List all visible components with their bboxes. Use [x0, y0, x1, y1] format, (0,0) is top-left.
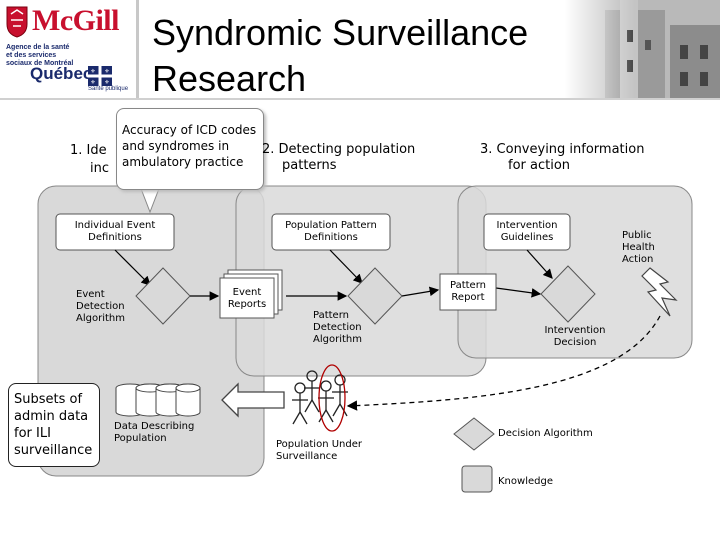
- arrow-def-to-event-algo: [114, 249, 151, 286]
- arrow-def-to-pattern-algo: [329, 249, 363, 284]
- database-cylinders-icon: [115, 383, 201, 417]
- lightning-icon: [641, 267, 678, 317]
- individual-event-definitions-label: Individual Event Definitions: [74, 220, 156, 243]
- arrow-pattern-algo-to-report: [401, 286, 440, 297]
- svg-text:⚜: ⚜: [104, 79, 109, 86]
- event-detection-algorithm-diamond: [135, 267, 191, 325]
- mcgill-shield-icon: [6, 6, 28, 38]
- legend-diamond: [453, 417, 495, 451]
- population-pattern-definitions-box: [271, 213, 391, 251]
- column-2-heading: 2. Detecting population patterns: [262, 142, 416, 173]
- event-reports-label: Event Reports: [227, 287, 267, 310]
- dashed-feedback-arrow: [346, 315, 661, 411]
- legend-knowledge-label: Knowledge: [498, 476, 553, 487]
- event-reports-doc-1: [219, 277, 275, 319]
- intervention-guidelines-label: Intervention Guidelines: [496, 220, 558, 243]
- mcgill-logo: [0, 0, 140, 100]
- pattern-report-label: Pattern Report: [450, 280, 486, 303]
- arrow-report-to-decision: [495, 287, 542, 298]
- pattern-report-doc: [439, 273, 497, 311]
- population-pattern-definitions-label: Population Pattern Definitions: [285, 220, 377, 243]
- pattern-detection-algorithm-diamond: [347, 267, 403, 325]
- svg-text:⚜: ⚜: [90, 68, 95, 75]
- highlight-circle: [318, 364, 346, 432]
- intervention-decision-diamond: [540, 265, 596, 323]
- column-3-heading: 3. Conveying information for action: [480, 142, 645, 173]
- public-health-action-label: Public Health Action: [622, 230, 655, 265]
- arrow-guidelines-to-decision: [526, 249, 553, 279]
- svg-text:⚜: ⚜: [104, 68, 109, 75]
- callout-box: [116, 108, 264, 190]
- subsets-text: Subsets of admin data for ILI surveillan…: [14, 392, 93, 458]
- quebec-flag-icon: ⚜ ⚜ ⚜ ⚜: [88, 66, 112, 86]
- quebec-wordmark: Québec: [30, 64, 93, 83]
- subsets-box: [8, 383, 100, 467]
- sante-publique-text: Santé publique: [88, 86, 129, 92]
- mcgill-wordmark: McGill: [32, 4, 119, 37]
- svg-text:⚜: ⚜: [90, 79, 95, 86]
- header-divider: [136, 0, 139, 100]
- callout-pointer-mask: [141, 185, 161, 188]
- agency-text: Agence de la santé et des services socia…: [6, 44, 74, 67]
- castle-image: [565, 0, 720, 100]
- pattern-detection-algorithm-label: Pattern Detection Algorithm: [313, 310, 362, 345]
- column-1-heading: 1. Ide inc: [70, 142, 116, 178]
- column-1-heading-text: 1. Ide: [70, 143, 107, 158]
- header-rule: [0, 98, 720, 100]
- legend-knowledge-box: [461, 465, 493, 493]
- event-detection-algorithm-label: Event Detection Algorithm: [76, 289, 125, 324]
- population-under-surveillance-label: Population Under Surveillance: [276, 439, 362, 462]
- callout-text: Accuracy of ICD codes and syndromes in a…: [122, 123, 257, 169]
- population-figures-icon: [292, 370, 348, 425]
- legend-decision-algorithm-label: Decision Algorithm: [498, 428, 593, 439]
- data-describing-population-label: Data Describing Population: [114, 421, 195, 444]
- intervention-decision-label: Intervention Decision: [544, 325, 606, 348]
- page-title: Syndromic Surveillance Research: [152, 12, 529, 99]
- hollow-left-arrow: [221, 382, 285, 418]
